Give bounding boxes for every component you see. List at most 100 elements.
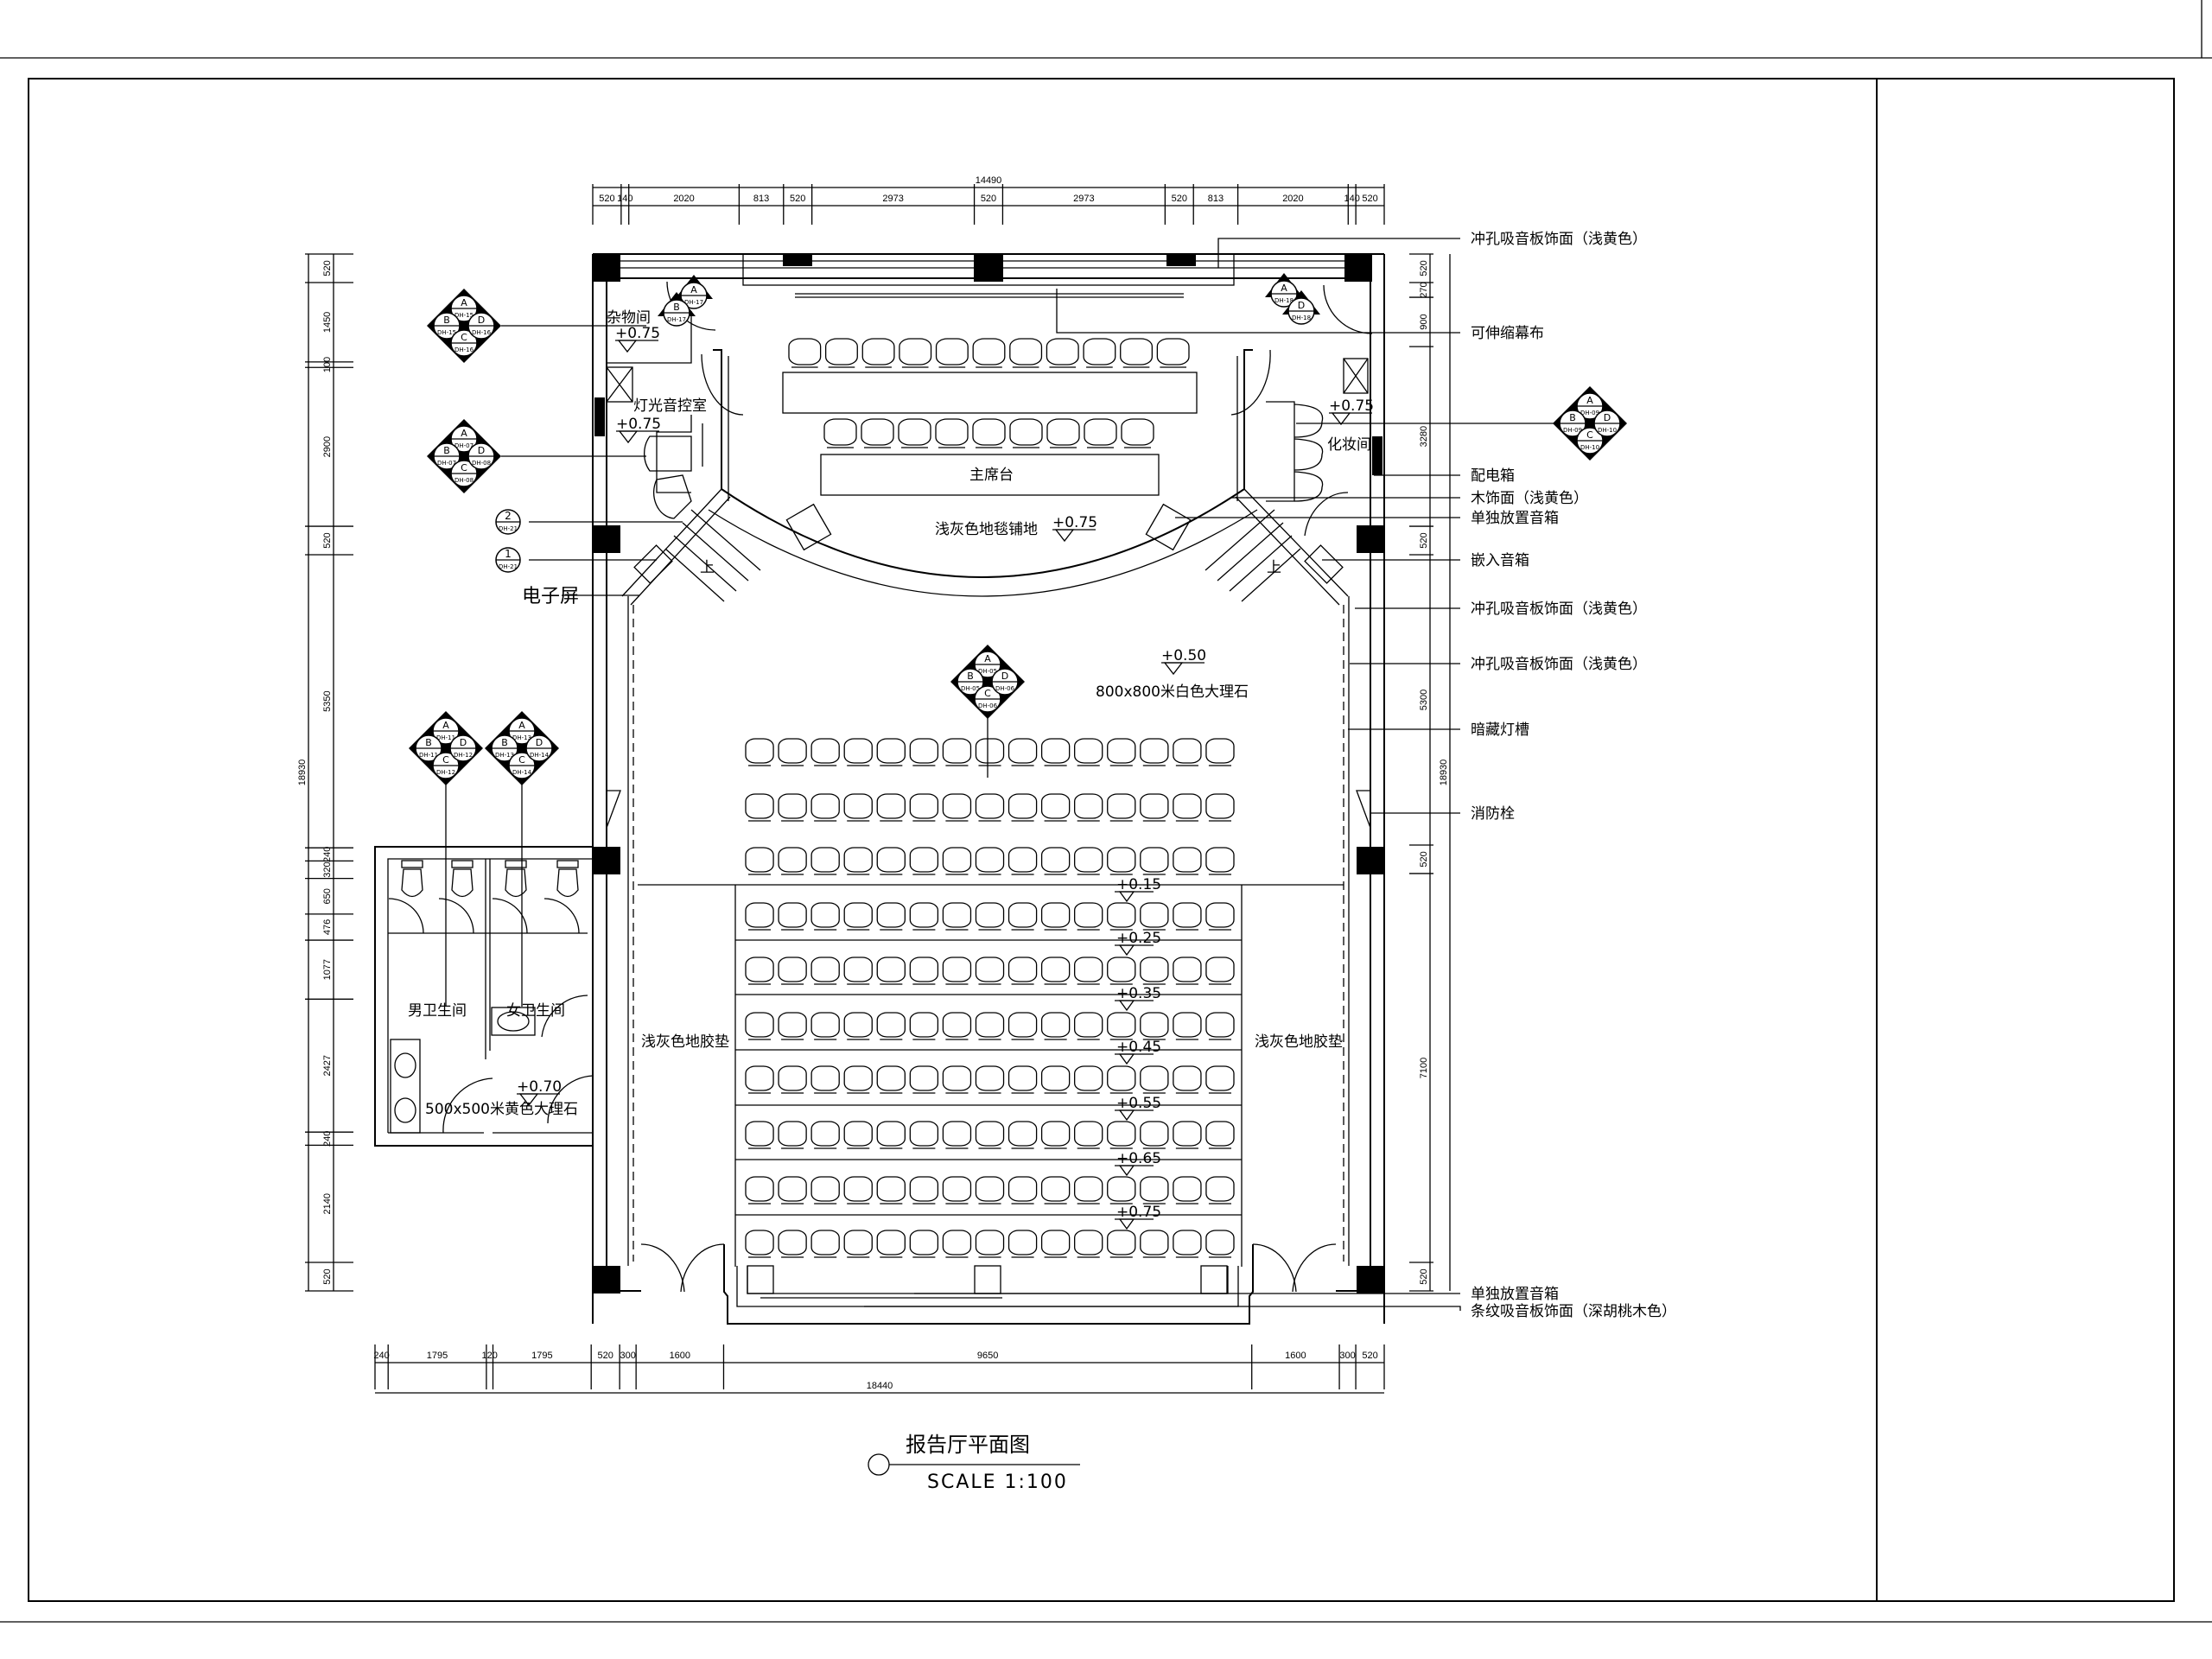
- section-marks: 2 DH-21 1 DH-21: [495, 509, 521, 573]
- toilet-tank: [401, 860, 423, 868]
- dimension-label: 520: [981, 194, 996, 204]
- seat: [909, 793, 939, 822]
- tag-sheet-code: DH-08: [472, 460, 491, 467]
- seat: [810, 1012, 840, 1040]
- seat: [810, 1230, 840, 1258]
- tier-elevation: +0.75: [1116, 1204, 1161, 1221]
- dimension-label: 1600: [1285, 1351, 1306, 1361]
- seat: [909, 902, 939, 931]
- seat: [876, 1230, 906, 1258]
- tag-sheet-code: DH-06: [978, 702, 998, 709]
- dimension-label: 476: [322, 919, 333, 935]
- seat: [810, 1176, 840, 1205]
- elev-dressing-room: +0.75: [1329, 397, 1374, 415]
- dimension-label: 120: [482, 1351, 498, 1361]
- tag-letter: D: [1001, 671, 1008, 682]
- tag-letter: C: [461, 332, 467, 343]
- tag-sheet-code: DH-18: [1274, 297, 1294, 304]
- seat: [843, 1012, 873, 1040]
- seat: [843, 1230, 873, 1258]
- seat: [972, 338, 1006, 368]
- sheet-frame: [0, 0, 2212, 1623]
- seat: [1107, 1230, 1136, 1258]
- seat: [942, 1230, 972, 1258]
- toilet-bowl: [556, 868, 579, 898]
- seat: [1173, 902, 1202, 931]
- elevation-triangle-icon: [1054, 529, 1075, 543]
- tag-letter: B: [443, 445, 450, 456]
- seat: [1205, 847, 1235, 875]
- seat: [823, 418, 857, 448]
- seat: [810, 738, 840, 766]
- seat: [876, 1065, 906, 1094]
- tag-letter: A: [690, 284, 697, 296]
- label-aisle-left: 浅灰色地胶垫: [641, 1033, 729, 1051]
- seat: [1156, 338, 1190, 368]
- tag-letter: A: [984, 653, 991, 664]
- tag-sheet-code: DH-10: [1598, 427, 1617, 434]
- label-control-room: 灯光音控室: [633, 397, 707, 415]
- callout-retractable-screen: 可伸缩幕布: [1471, 325, 1544, 342]
- stage-seats: [788, 338, 1190, 448]
- dimension-total-label: 14490: [976, 175, 1002, 186]
- callout-fire-hydrant: 消防栓: [1471, 805, 1515, 823]
- diamond-icon: [427, 419, 501, 493]
- audience-seats: [745, 738, 1235, 1258]
- seat: [876, 738, 906, 766]
- label-hall-floor: 800x800米白色大理石: [1096, 683, 1249, 701]
- dimension-label: 1450: [322, 312, 333, 333]
- toilet-tank: [451, 860, 474, 868]
- tag-sheet-code: DH-09: [1580, 410, 1599, 416]
- seat: [843, 902, 873, 931]
- seat: [1107, 1121, 1136, 1149]
- seat: [1040, 738, 1071, 766]
- seat: [1040, 1012, 1071, 1040]
- seat: [778, 1012, 807, 1040]
- dimension-label: 1795: [427, 1351, 448, 1361]
- tag-sheet-code: DH-07: [437, 460, 456, 467]
- seat: [975, 1121, 1005, 1149]
- seat: [1173, 1230, 1202, 1258]
- seat: [975, 847, 1005, 875]
- tier-elevation: +0.55: [1116, 1095, 1161, 1112]
- seat: [1205, 957, 1235, 985]
- tag-letter: D: [1298, 300, 1305, 311]
- dimension-label: 5300: [1419, 690, 1429, 710]
- seat: [1040, 1065, 1071, 1094]
- tag-sheet-code: DH-14: [530, 752, 550, 759]
- seat: [909, 738, 939, 766]
- seat: [1007, 1230, 1038, 1258]
- tag-letter: B: [673, 302, 680, 313]
- seat: [942, 1012, 972, 1040]
- dimension-label: 300: [620, 1351, 635, 1361]
- seat: [843, 738, 873, 766]
- toilet-tank: [505, 860, 527, 868]
- seat: [876, 957, 906, 985]
- tag-sheet-code: DH-05: [961, 685, 980, 692]
- drawing-scale: SCALE 1:100: [927, 1471, 1068, 1493]
- toilet-tank: [556, 860, 579, 868]
- dimension-label: 520: [1419, 532, 1429, 548]
- toilet-bowl: [451, 868, 474, 898]
- seat: [1046, 418, 1080, 448]
- seat: [861, 418, 894, 448]
- seat: [745, 1065, 774, 1094]
- seat: [824, 338, 858, 368]
- dimension-label: 1795: [531, 1351, 552, 1361]
- seat: [745, 1176, 774, 1205]
- seat: [942, 738, 972, 766]
- section-mark-1-sheet: DH-21: [499, 563, 518, 570]
- dimension-label: 520: [322, 260, 333, 276]
- seat: [909, 1176, 939, 1205]
- elevation-triangle-icon: [1118, 1109, 1135, 1122]
- seat: [1040, 1176, 1071, 1205]
- seat: [942, 957, 972, 985]
- seat: [1205, 1230, 1235, 1258]
- dimension-label: 300: [1339, 1351, 1355, 1361]
- seat: [1140, 1176, 1169, 1205]
